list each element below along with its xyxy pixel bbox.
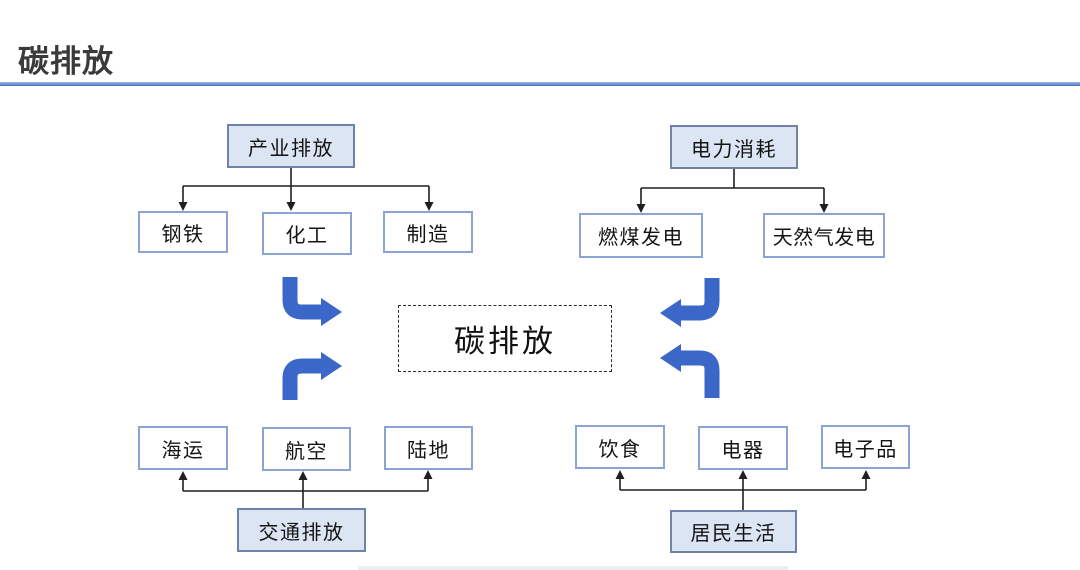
node-industry-emission: 产业排放 <box>227 124 355 168</box>
bottom-edge-strip <box>358 566 788 570</box>
node-land-transport: 陆地 <box>384 426 473 470</box>
node-transport-emission: 交通排放 <box>237 508 366 552</box>
node-food: 饮食 <box>575 425 665 469</box>
node-residential-life: 居民生活 <box>670 510 797 553</box>
arrow-residential-to-center <box>681 350 720 398</box>
node-electronics: 电子品 <box>821 425 910 469</box>
page-title: 碳排放 <box>18 44 114 79</box>
node-power-consumption: 电力消耗 <box>670 125 798 169</box>
node-steel: 钢铁 <box>138 211 228 253</box>
node-manufacturing: 制造 <box>383 211 473 253</box>
node-gas-power: 天然气发电 <box>763 213 885 258</box>
node-coal-power: 燃煤发电 <box>579 213 703 258</box>
node-appliance: 电器 <box>698 426 788 470</box>
node-sea-transport: 海运 <box>138 426 228 470</box>
node-chemical: 化工 <box>262 212 352 255</box>
arrow-industry-to-center <box>282 277 321 320</box>
arrow-power-to-center <box>681 278 720 321</box>
node-carbon-emission-center: 碳排放 <box>398 305 612 372</box>
arrow-transport-to-center <box>282 358 321 400</box>
title-underline <box>0 82 1080 86</box>
node-aviation: 航空 <box>262 427 351 471</box>
